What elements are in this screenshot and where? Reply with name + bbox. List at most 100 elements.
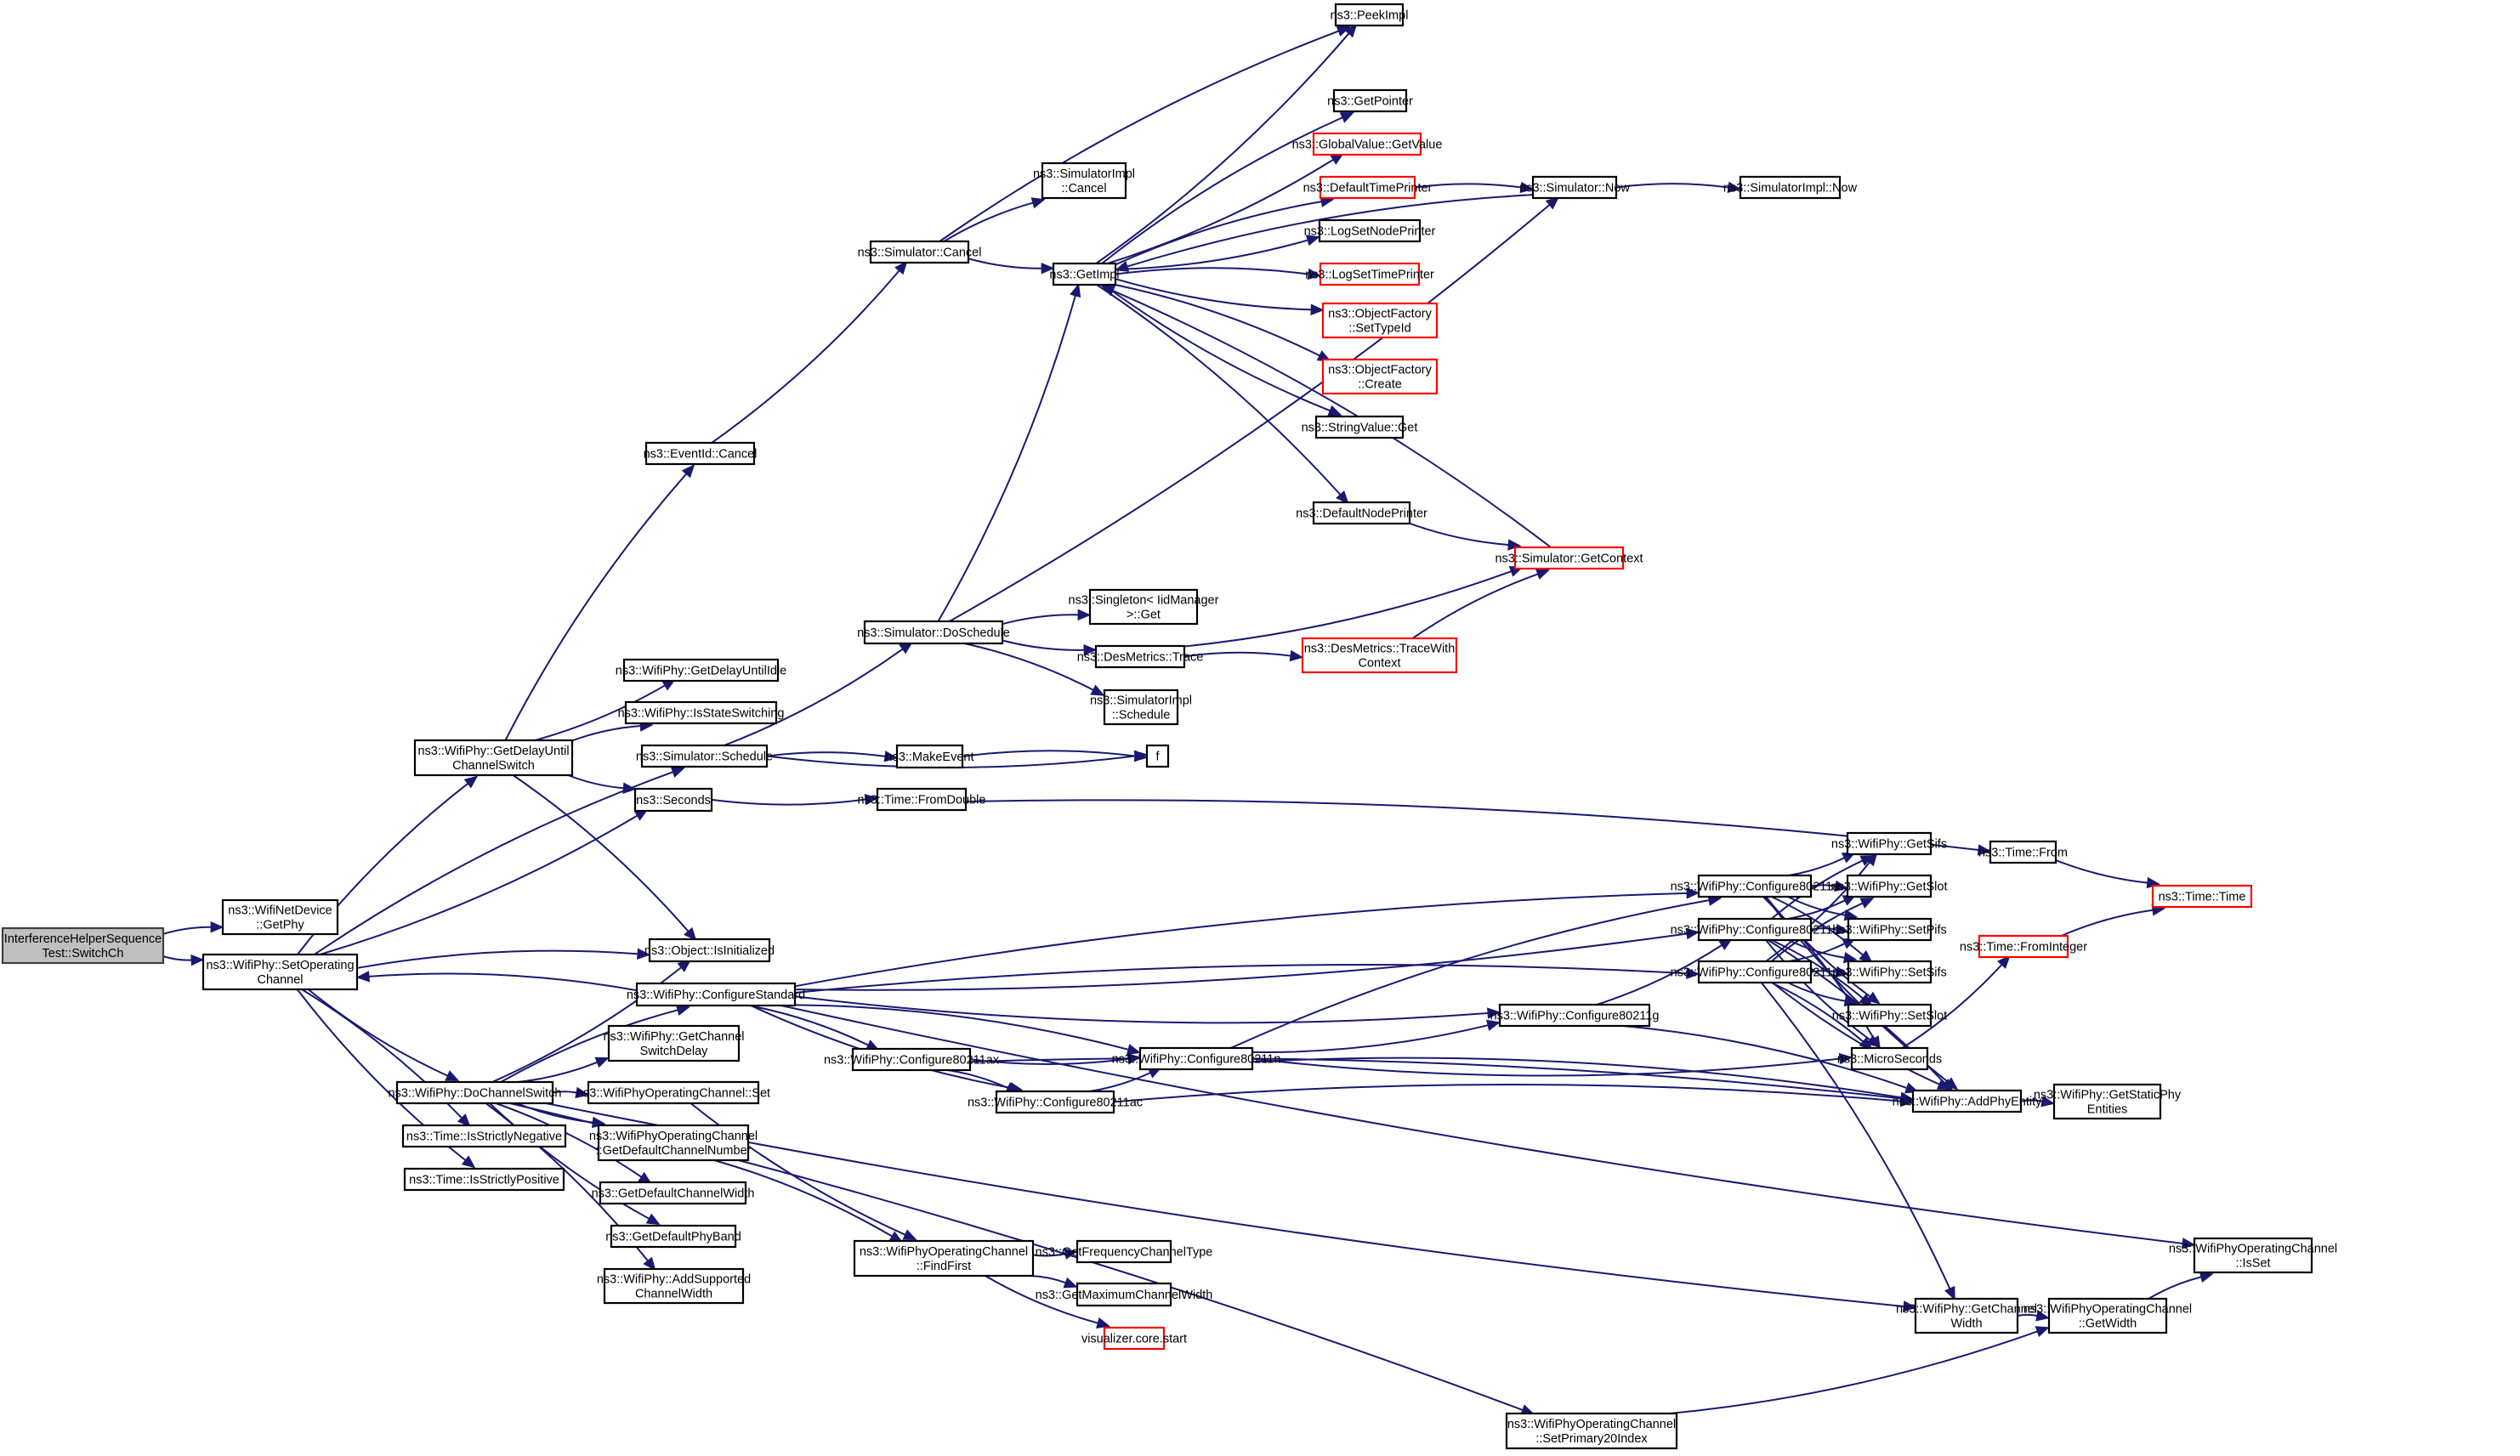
- node-box[interactable]: [1138, 1046, 1254, 1071]
- node-box[interactable]: [1505, 1412, 1678, 1450]
- graph-node-ispos[interactable]: ns3::Time::IsStrictlyPositive: [403, 1167, 565, 1192]
- graph-node-opchisset[interactable]: ns3::WifiPhyOperatingChannel::IsSet: [2169, 1237, 2337, 1274]
- graph-node-simsched[interactable]: ns3::Simulator::Schedule: [636, 744, 773, 768]
- node-box[interactable]: [610, 1224, 737, 1249]
- node-box[interactable]: [221, 898, 339, 936]
- node-box[interactable]: [1103, 1326, 1166, 1351]
- node-box[interactable]: [2193, 1237, 2313, 1274]
- node-box[interactable]: [1319, 262, 1421, 286]
- node-box[interactable]: [1846, 831, 1933, 856]
- graph-node-opchset[interactable]: ns3::WifiPhyOperatingChannel::Set: [576, 1080, 770, 1105]
- graph-node-opchgetwidth[interactable]: ns3::WifiPhyOperatingChannel::GetWidth: [2023, 1297, 2192, 1334]
- graph-node-logsetnode[interactable]: ns3::LogSetNodePrinter: [1304, 218, 1436, 243]
- node-box[interactable]: [1847, 960, 1933, 984]
- node-box[interactable]: [1332, 88, 1408, 113]
- graph-node-logsettime[interactable]: ns3::LogSetTimePrinter: [1305, 262, 1434, 286]
- node-box[interactable]: [1697, 874, 1813, 898]
- node-box[interactable]: [2047, 1297, 2168, 1334]
- graph-node-ofsettypeid[interactable]: ns3::ObjectFactory::SetTypeId: [1321, 302, 1439, 339]
- node-box[interactable]: [395, 1080, 554, 1105]
- node-box[interactable]: [1312, 501, 1411, 525]
- graph-node-simnow[interactable]: ns3::Simulator::Now: [1519, 175, 1630, 200]
- node-box[interactable]: [1094, 644, 1186, 669]
- graph-node-simimplcancel[interactable]: ns3::SimulatorImpl::Cancel: [1033, 161, 1135, 200]
- node-box[interactable]: [201, 953, 359, 991]
- node-box[interactable]: [635, 982, 797, 1007]
- node-box[interactable]: [640, 744, 769, 768]
- graph-node-cfgstd[interactable]: ns3::WifiPhy::ConfigureStandard: [627, 982, 805, 1007]
- graph-node-getmaxcw[interactable]: ns3::GetMaximumChannelWidth: [1036, 1282, 1213, 1307]
- graph-node-setslot[interactable]: ns3::WifiPhy::SetSlot: [1832, 1003, 1947, 1028]
- graph-node-strget[interactable]: ns3::StringValue::Get: [1302, 415, 1418, 439]
- node-box[interactable]: [1088, 588, 1199, 626]
- graph-node-isstatesw[interactable]: ns3::WifiPhy::IsStateSwitching: [618, 700, 785, 725]
- graph-node-cfg80211n[interactable]: ns3::WifiPhy::Configure80211n: [1112, 1046, 1281, 1071]
- graph-node-defnodeprinter[interactable]: ns3::DefaultNodePrinter: [1296, 501, 1427, 525]
- node-box[interactable]: [1301, 637, 1458, 674]
- node-box[interactable]: [607, 1024, 741, 1062]
- graph-node-gvgetvalue[interactable]: ns3::GlobalValue::GetValue: [1292, 132, 1443, 156]
- node-box[interactable]: [1978, 934, 2069, 959]
- graph-node-getdelayidle[interactable]: ns3::WifiPhy::GetDelayUntilIdle: [616, 658, 786, 683]
- node-box[interactable]: [599, 1181, 747, 1205]
- node-box[interactable]: [1321, 302, 1439, 339]
- node-box[interactable]: [1041, 161, 1127, 200]
- node-box[interactable]: [869, 240, 970, 264]
- graph-node-getslot[interactable]: ns3::WifiPhy::GetSlot: [1831, 874, 1948, 898]
- node-box[interactable]: [648, 938, 771, 963]
- graph-node-timefromint[interactable]: ns3::Time::FromInteger: [1960, 934, 2087, 959]
- node-box[interactable]: [597, 1124, 750, 1162]
- node-box[interactable]: [587, 1080, 760, 1105]
- node-box[interactable]: [863, 620, 1004, 645]
- node-box[interactable]: [1697, 917, 1813, 942]
- graph-node-simcancel[interactable]: ns3::Simulator::Cancel: [858, 240, 982, 264]
- graph-node-cfg80211p[interactable]: ns3::WifiPhy::Configure80211p: [1671, 960, 1840, 984]
- graph-node-cfg80211ac[interactable]: ns3::WifiPhy::Configure80211ac: [968, 1090, 1143, 1114]
- graph-node-getphy[interactable]: ns3::WifiNetDevice::GetPhy: [221, 898, 339, 936]
- graph-node-dochsw[interactable]: ns3::WifiPhy::DoChannelSwitch: [389, 1080, 562, 1105]
- node-box[interactable]: [1, 926, 165, 965]
- node-box[interactable]: [895, 744, 964, 769]
- node-box[interactable]: [1145, 744, 1170, 768]
- node-box[interactable]: [1531, 175, 1618, 200]
- graph-node-vizstart[interactable]: visualizer.core.start: [1081, 1326, 1187, 1351]
- node-box[interactable]: [1319, 175, 1416, 200]
- node-box[interactable]: [2052, 1083, 2162, 1120]
- node-box[interactable]: [1076, 1282, 1172, 1307]
- graph-node-getfreqtype[interactable]: ns3::GetFrequencyChannelType: [1036, 1239, 1213, 1264]
- node-box[interactable]: [644, 441, 756, 466]
- node-box[interactable]: [1321, 358, 1439, 395]
- node-box[interactable]: [1914, 1297, 2019, 1334]
- graph-node-cfg80211b[interactable]: ns3::WifiPhy::Configure80211b: [1671, 917, 1840, 942]
- graph-node-getsifs[interactable]: ns3::WifiPhy::GetSifs: [1831, 831, 1947, 856]
- graph-node-getdefchnum[interactable]: ns3::WifiPhyOperatingChannel::GetDefault…: [589, 1124, 758, 1162]
- node-box[interactable]: [622, 658, 780, 683]
- graph-node-findfirst[interactable]: ns3::WifiPhyOperatingChannel::FindFirst: [853, 1239, 1035, 1278]
- node-box[interactable]: [401, 1124, 567, 1148]
- graph-node-deftimeprinter[interactable]: ns3::DefaultTimePrinter: [1303, 175, 1433, 200]
- node-box[interactable]: [1989, 840, 2057, 864]
- graph-node-seconds[interactable]: ns3::Seconds: [633, 787, 713, 813]
- graph-node-simimplsched[interactable]: ns3::SimulatorImpl::Schedule: [1090, 688, 1192, 726]
- graph-node-isneg[interactable]: ns3::Time::IsStrictlyNegative: [401, 1124, 567, 1148]
- node-box[interactable]: [1850, 1046, 1929, 1071]
- graph-node-singleton[interactable]: ns3::Singleton< IidManager>::Get: [1069, 588, 1219, 626]
- graph-node-setpifs[interactable]: ns3::WifiPhy::SetPifs: [1832, 917, 1947, 942]
- node-box[interactable]: [403, 1167, 565, 1192]
- node-box[interactable]: [1318, 218, 1422, 243]
- node-box[interactable]: [624, 700, 778, 725]
- node-box[interactable]: [1847, 1003, 1933, 1028]
- graph-node-destrace[interactable]: ns3::DesMetrics::Trace: [1077, 644, 1204, 669]
- graph-node-setprim20[interactable]: ns3::WifiPhyOperatingChannel::SetPrimary…: [1505, 1412, 1678, 1450]
- graph-node-simimplnow[interactable]: ns3::SimulatorImpl::Now: [1723, 175, 1858, 200]
- graph-node-ofcreate[interactable]: ns3::ObjectFactory::Create: [1321, 358, 1439, 395]
- graph-node-cfg80211ax[interactable]: ns3::WifiPhy::Configure80211ax: [824, 1047, 1000, 1072]
- graph-node-timefrom[interactable]: ns3::Time::From: [1978, 840, 2068, 864]
- graph-node-dosched[interactable]: ns3::Simulator::DoSchedule: [857, 620, 1010, 645]
